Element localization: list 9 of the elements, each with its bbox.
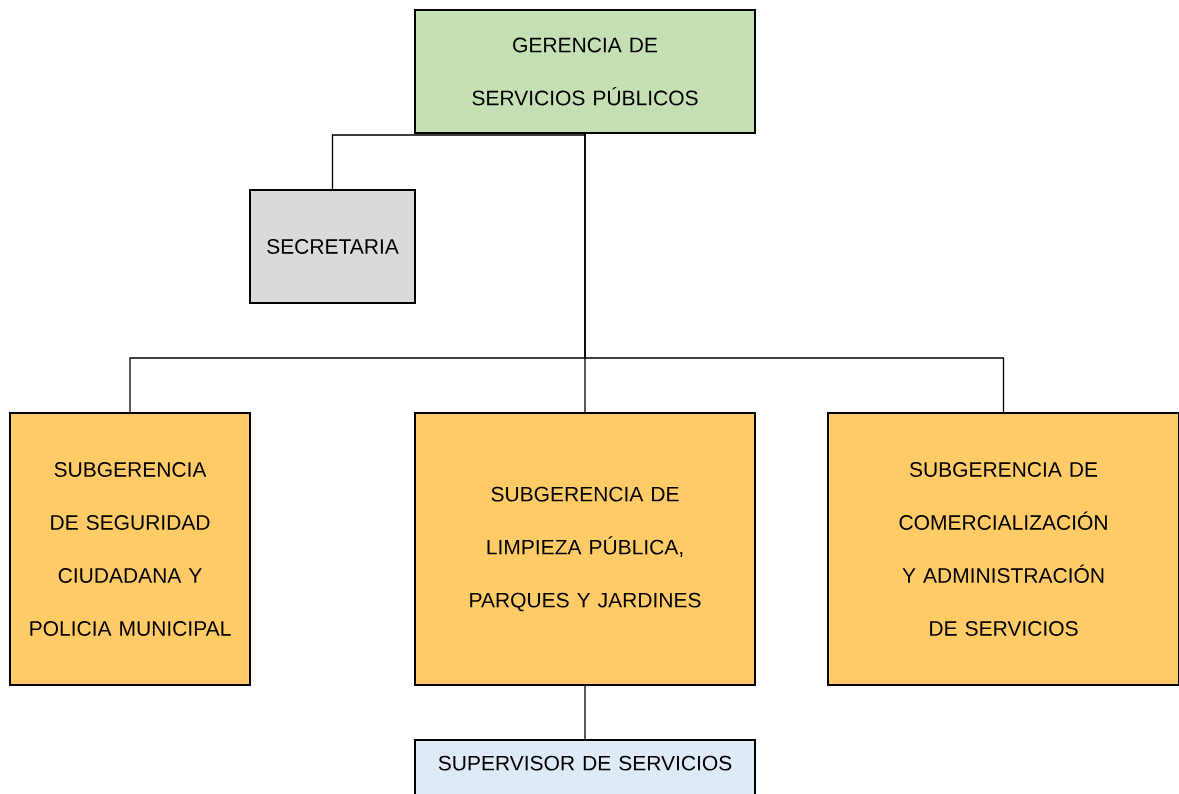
org-box: SECRETARIA xyxy=(249,189,416,304)
connector-line xyxy=(584,684,586,741)
org-box: SUPERVISOR DE SERVICIOS xyxy=(414,739,756,794)
org-box: GERENCIA DE SERVICIOS PÚBLICOS xyxy=(414,9,756,134)
connector-line xyxy=(584,132,1005,414)
org-box: SUBGERENCIA DE COMERCIALIZACIÓN Y ADMINISTRACIÓN DE SERVICIOS xyxy=(827,412,1179,686)
connector-line xyxy=(331,132,586,191)
org-box: SUBGERENCIA DE LIMPIEZA PÚBLICA, PARQUES Y JARDINES xyxy=(414,412,756,686)
org-box: SUBGERENCIA DE SEGURIDAD CIUDADANA Y POLICIA MUNICIPAL xyxy=(9,412,251,686)
